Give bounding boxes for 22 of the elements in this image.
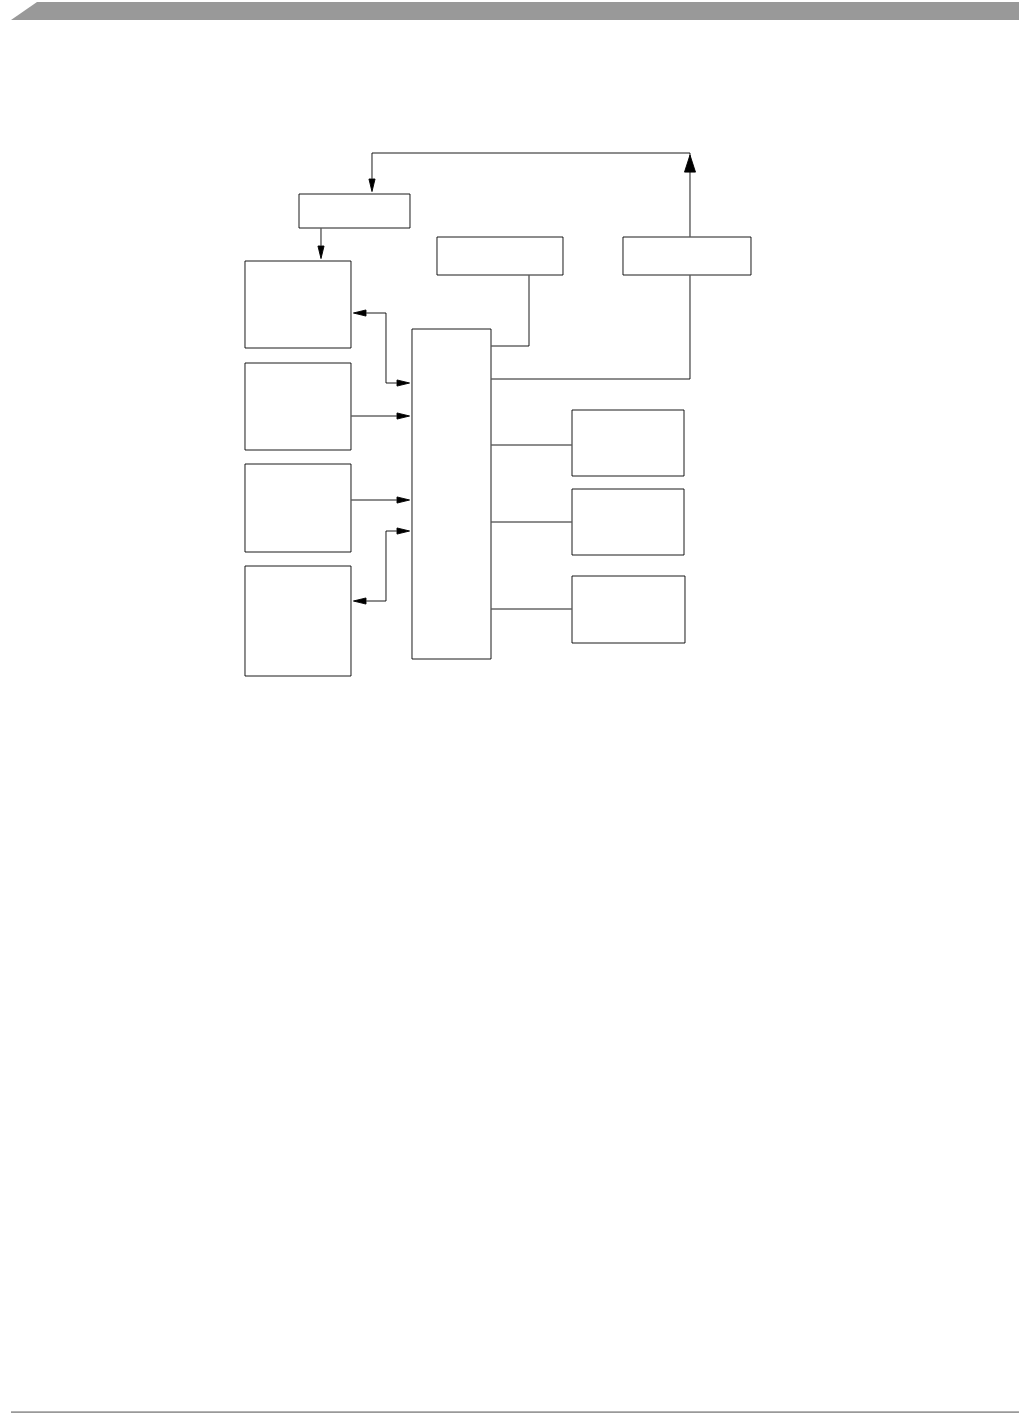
arrow	[368, 152, 696, 237]
arrow	[351, 496, 410, 504]
arrow	[351, 412, 410, 420]
arrow	[353, 527, 410, 605]
connector-line	[491, 521, 572, 523]
arrow	[353, 309, 410, 387]
connector-line	[491, 608, 572, 610]
connector-line	[491, 275, 530, 347]
block-box	[244, 463, 352, 553]
block-box	[244, 362, 352, 451]
arrow	[317, 228, 325, 260]
block-box	[622, 236, 752, 276]
connector-line	[491, 444, 572, 446]
block-box	[436, 236, 564, 276]
connector-line	[491, 275, 691, 380]
block-box	[571, 575, 686, 644]
block-box	[411, 328, 492, 660]
block-box	[298, 193, 411, 229]
block-box	[244, 260, 352, 349]
block-box	[571, 488, 685, 556]
block-box	[244, 565, 352, 677]
block-box	[571, 409, 685, 477]
